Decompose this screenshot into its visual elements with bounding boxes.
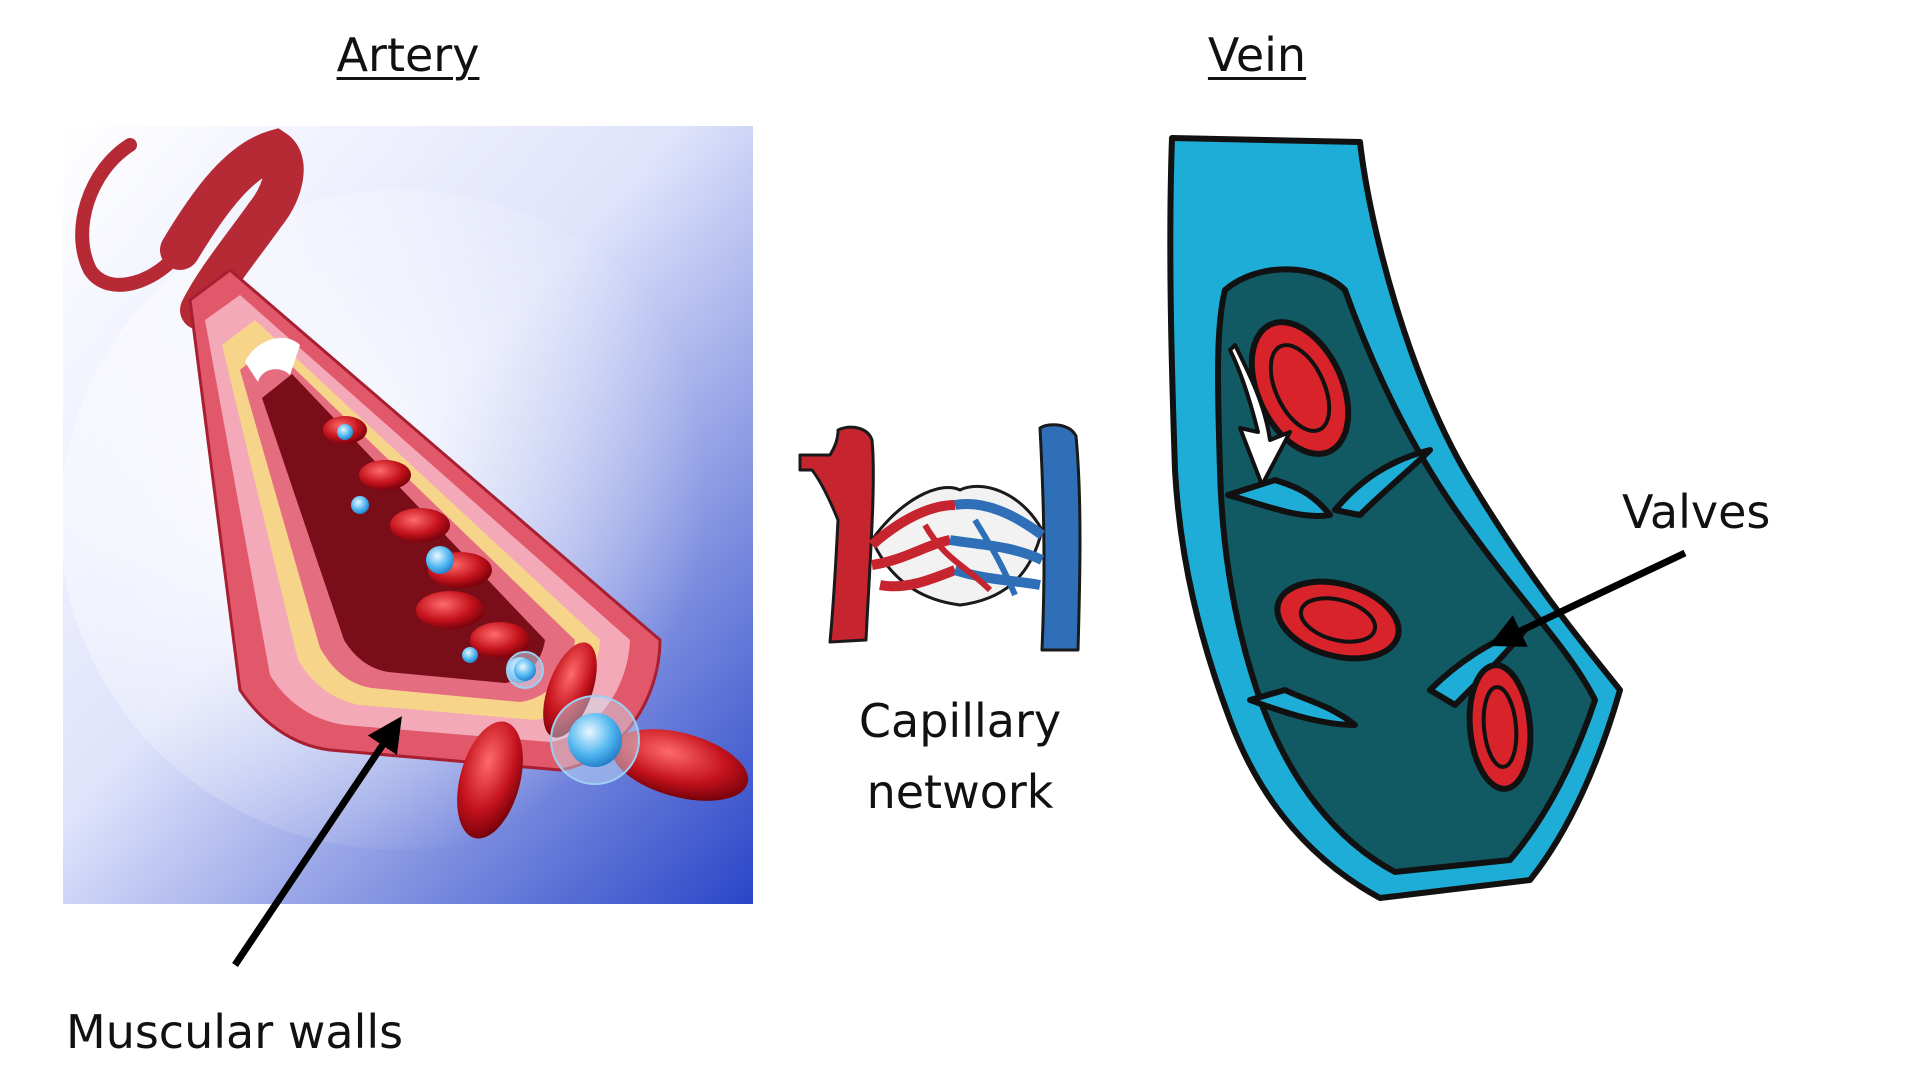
- capillary-arterial-side: [798, 425, 875, 644]
- capillary-label-line2: network: [866, 765, 1054, 820]
- vein-valve-flap: [1247, 687, 1358, 728]
- artery-title: Artery: [336, 28, 480, 82]
- muscular-walls-arrow: [232, 716, 402, 967]
- valves-arrow: [1488, 549, 1687, 647]
- capillary-network-illustration: [798, 423, 1082, 652]
- artery-illustration: [60, 126, 753, 904]
- capillary-venous-side: [1038, 423, 1082, 652]
- vein-illustration: [1167, 135, 1623, 901]
- muscular-walls-label: Muscular walls: [66, 1005, 404, 1059]
- escaping-blood-cells: [457, 642, 749, 839]
- artery-blood-cells: [323, 416, 533, 683]
- capillary-network-label: Capillary network: [859, 686, 1061, 829]
- vein-title: Vein: [1207, 28, 1307, 82]
- vein-valve-flap: [1225, 477, 1333, 519]
- artery-tail: [75, 138, 187, 292]
- blood-flow-arrow: [1228, 343, 1292, 487]
- vein-valve-flap: [1332, 447, 1433, 518]
- valves-label: Valves: [1622, 485, 1771, 539]
- capillary-label-line1: Capillary: [858, 694, 1062, 748]
